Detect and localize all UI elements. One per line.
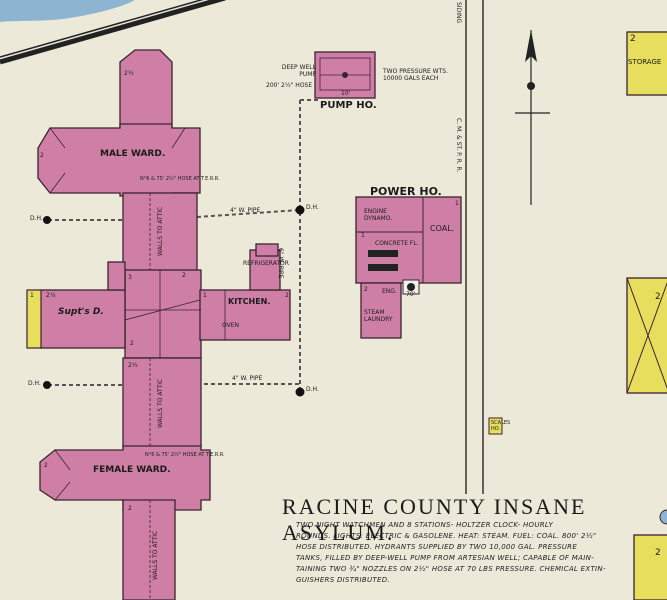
- male-ward-label: MALE WARD.: [100, 149, 166, 159]
- pump-house-label: PUMP HO.: [320, 100, 377, 111]
- coal-label: COAL.: [430, 224, 455, 233]
- story-center-3: 3: [128, 274, 132, 281]
- main-building: [37, 49, 291, 600]
- tank-dim-label: 10': [341, 90, 351, 97]
- female-ward-label: FEMALE WARD.: [93, 465, 171, 475]
- story-supts-2: 2½: [46, 292, 56, 299]
- oven-label: OVEN: [222, 322, 240, 329]
- story-male-top: 2½: [124, 70, 134, 77]
- river-water: [0, 0, 135, 22]
- story-yellow-a: 2: [655, 292, 661, 302]
- concrete-label: CONCRETE FL.: [375, 240, 419, 247]
- frame-building-a: [626, 277, 667, 394]
- railroad-label: C. M. & ST. P. R. R.: [455, 118, 462, 173]
- pump-house: [314, 51, 376, 99]
- deep-well-label: DEEP WELL PUMP: [281, 64, 316, 78]
- note-line: TANKS, FILLED BY DEEP-WELL PUMP FROM ART…: [296, 554, 594, 562]
- steam-laundry-label: STEAM LAUNDRY: [364, 309, 393, 323]
- story-power-1: 1: [361, 232, 365, 239]
- note-line: HOSE DISTRIBUTED. HYDRANTS SUPPLIED BY T…: [296, 543, 578, 551]
- hose-female-label: N°6 & 75' 2½" HOSE AT T.E.R.R.: [145, 452, 225, 458]
- tanks-label: TWO PRESSURE WTS. 10000 GALS EACH: [383, 68, 448, 82]
- hydrants: [43, 205, 305, 397]
- scales-house: [488, 417, 503, 435]
- supts-frame-annex: [26, 289, 42, 349]
- storage-building: [626, 31, 667, 96]
- chimney-label: 70': [406, 291, 416, 298]
- story-kitchen-1: 1: [203, 292, 207, 299]
- power-house: [355, 196, 462, 295]
- railway-diagonal: [0, 0, 226, 65]
- note-line: TWO NIGHT WATCHMEN AND 8 STATIONS- HOLTZ…: [296, 521, 554, 529]
- water-pipes: [48, 99, 318, 390]
- main-building-details: [49, 127, 226, 600]
- scales-label: SCALES HO.: [491, 420, 511, 432]
- hose-200-label: 200' 2½" HOSE: [266, 82, 313, 89]
- dh-label-3: D.H.: [28, 380, 41, 387]
- pipe-lower-label: 4" W. PIPE: [232, 375, 263, 382]
- walls-attic-label-2: WALLS TO ATTIC: [157, 378, 164, 428]
- note-line: TAINING TWO ¾" NOZZLES ON 2½" HOSE AT 70…: [296, 565, 606, 573]
- dh-label-1: D.H.: [30, 215, 43, 222]
- dh-label-4: D.H.: [306, 386, 319, 393]
- story-female-2: 2½: [128, 362, 138, 369]
- map-notes: TWO NIGHT WATCHMEN AND 8 STATIONS- HOLTZ…: [296, 520, 626, 586]
- eng-label: ENG.: [382, 288, 397, 295]
- story-female-left: 2: [44, 462, 48, 469]
- story-laundry-2: 2: [364, 286, 368, 293]
- walls-attic-label-1: WALLS TO ATTIC: [157, 206, 164, 256]
- engine-dynamo-label: ENGINE DYNAMO.: [364, 208, 393, 222]
- map-title: RACINE COUNTY INSANE ASYLUM.: [282, 494, 587, 545]
- note-line: ROUNDS. LIGHTS: ELECTRIC & GASOLENE. HEA…: [296, 532, 597, 540]
- edge-marker: [659, 509, 667, 525]
- siding-label: SIDING: [455, 2, 462, 24]
- story-male-left: 2: [40, 152, 44, 159]
- north-arrow: [515, 30, 550, 205]
- refrigerator-label: REFRIGERATOR: [243, 260, 289, 267]
- pipe-upper-label: 4" W. PIPE: [230, 207, 261, 214]
- note-line: GUISHERS DISTRIBUTED.: [296, 576, 390, 584]
- supts-label: Supt's D.: [58, 307, 104, 317]
- story-center-2b: 2: [130, 340, 134, 347]
- story-kitchen-2: 2: [285, 292, 289, 299]
- hose-male-label: N°6 & 75' 2½" HOSE AT T.E.R.R.: [140, 176, 220, 182]
- frame-building-b: [633, 534, 667, 600]
- walls-attic-label-3: WALLS TO ATTIC: [152, 530, 159, 580]
- story-power-2: 1: [455, 200, 459, 207]
- story-storage: 2: [630, 34, 636, 44]
- pipe-vert-label: 6" W. PIPE: [277, 248, 284, 279]
- power-house-label: POWER HO.: [370, 185, 442, 198]
- story-yellow-b: 2: [655, 548, 661, 558]
- story-center-2: 2: [182, 272, 186, 279]
- steam-laundry: [360, 282, 402, 339]
- storage-label: STORAGE: [628, 58, 662, 66]
- kitchen-label: KITCHEN.: [228, 297, 271, 306]
- railway-diagonal-edge: [0, 0, 204, 58]
- dh-label-2: D.H.: [306, 204, 319, 211]
- story-supts-1: 1: [30, 292, 34, 299]
- story-female-bottom: 2: [128, 505, 132, 512]
